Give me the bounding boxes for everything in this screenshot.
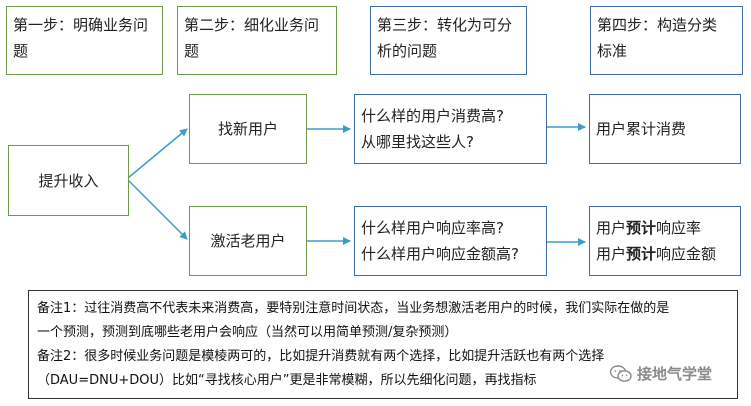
step-3-box: 第三步：转化为可分 析的问题 — [370, 6, 527, 75]
goal-new-users: 找新用户 — [189, 94, 307, 164]
note-line: 备注2：很多时候业务问题是模棱两可的，比如提升消费就有两个选择，比如提升活跃也有… — [37, 349, 605, 364]
note-line: 备注1：过往消费高不代表未来消费高，要特别注意时间状态，当业务想激活老用户的时候… — [37, 301, 670, 316]
wechat-icon — [610, 364, 632, 382]
arrow-root-to-new-users — [127, 128, 188, 179]
note-line: 一个预测，预测到底哪些老用户会响应（当然可以用简单预测/复杂预测） — [37, 325, 458, 340]
metric-item: 用户预计响应率 — [596, 219, 702, 237]
step-1-line2: 题 — [13, 42, 29, 60]
watermark: 接地气学堂 — [610, 363, 712, 384]
arrow-root-to-old-users — [127, 179, 188, 240]
step-3-line2: 析的问题 — [377, 42, 438, 60]
step-4-line2: 标准 — [597, 42, 628, 60]
note-line: （DAU=DNU+DOU）比如“寻找核心用户”更是非常模糊，所以先细化问题，再找… — [37, 373, 537, 388]
notes-box: 备注1：过往消费高不代表未来消费高，要特别注意时间状态，当业务想激活老用户的时候… — [28, 290, 738, 399]
step-4-box: 第四步：构造分类 标准 — [590, 6, 743, 75]
step-1-box: 第一步：明确业务问 题 — [6, 6, 163, 75]
question-item: 什么样用户响应金额高? — [361, 245, 519, 263]
goal-old-users-label: 激活老用户 — [210, 232, 286, 250]
metric-item: 用户累计消费 — [596, 120, 687, 138]
step-2-line2: 题 — [184, 42, 200, 60]
metric-new-users: 用户累计消费 — [589, 94, 741, 164]
root-label: 提升收入 — [38, 171, 99, 190]
question-item: 什么样用户响应率高? — [361, 219, 504, 237]
step-1-line1: 第一步：明确业务问 — [13, 16, 149, 34]
question-item: 从哪里找这些人? — [361, 133, 474, 151]
watermark-text: 接地气学堂 — [637, 365, 713, 383]
question-item: 什么样的用户消费高? — [361, 107, 504, 125]
metric-old-users: 用户预计响应率 用户预计响应金额 — [589, 206, 741, 276]
step-3-line1: 第三步：转化为可分 — [377, 16, 513, 34]
questions-old-users: 什么样用户响应率高? 什么样用户响应金额高? — [354, 206, 547, 276]
questions-new-users: 什么样的用户消费高? 从哪里找这些人? — [354, 94, 547, 164]
step-2-line1: 第二步：细化业务问 — [184, 16, 320, 34]
metric-item: 用户预计响应金额 — [596, 245, 717, 263]
goal-new-users-label: 找新用户 — [217, 120, 278, 138]
root-node: 提升收入 — [8, 145, 129, 216]
step-4-line1: 第四步：构造分类 — [597, 16, 718, 34]
step-2-box: 第二步：细化业务问 题 — [177, 6, 337, 75]
goal-old-users: 激活老用户 — [189, 206, 307, 276]
